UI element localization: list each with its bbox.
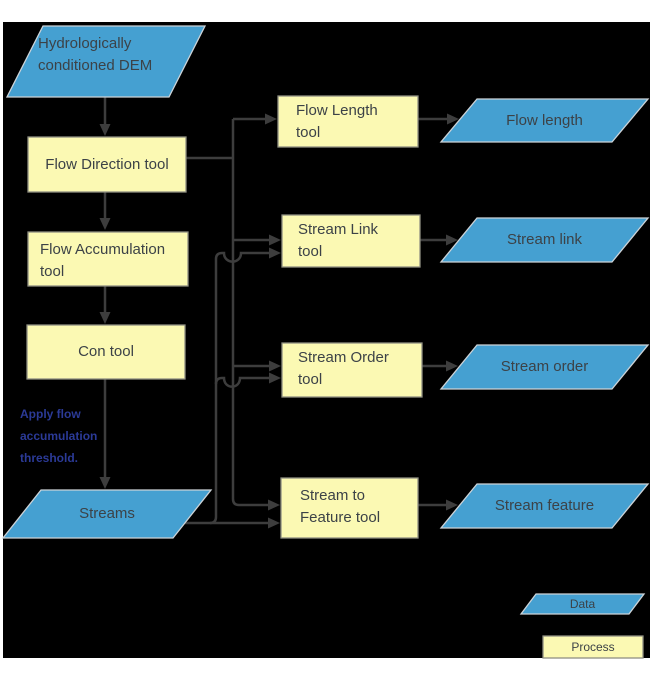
stream-to-feature-tool-node-shape <box>280 477 419 539</box>
legend-process-label: Process <box>571 640 615 654</box>
legend-data-label: Data <box>569 597 596 611</box>
dem-node-shape <box>5 25 207 98</box>
stream-feature-node-label: Stream feature <box>494 497 595 514</box>
legend-process-shape <box>542 635 644 659</box>
con-node-label: Con tool <box>78 343 134 360</box>
stream-order-node-label: Stream order <box>500 358 589 375</box>
con-node-shape <box>26 324 186 380</box>
node-shapes <box>1 25 650 659</box>
stream-link-tool-node-shape <box>281 214 421 268</box>
stream-order-node-shape <box>439 344 650 390</box>
streams-node-shape <box>1 489 213 539</box>
connectors <box>99 97 459 529</box>
flow-length-node-shape <box>439 98 650 143</box>
flow-threshold-annotation: Apply flow accumulation threshold. <box>20 407 98 465</box>
flow-direction-node-shape <box>27 136 187 193</box>
streams-node-label: Streams <box>79 505 135 522</box>
stream-link-node-label: Stream link <box>506 231 583 248</box>
legend-data-shape <box>519 593 646 615</box>
connector-streams-to-streamlinktool <box>209 247 281 525</box>
flow-accumulation-node-label: Flow Accumulation tool <box>40 241 166 280</box>
stream-order-tool-node-shape <box>281 342 423 398</box>
flow-direction-node-label: Flow Direction tool <box>45 155 169 173</box>
connector-streams-to-streamordertool <box>214 372 281 388</box>
flow-length-tool-node-label: Flow Length tool <box>296 102 378 141</box>
flow-length-node-label: Flow length <box>506 111 583 129</box>
stream-link-node-shape <box>439 217 650 263</box>
stream-order-tool-node-label: Stream Order tool <box>298 349 389 388</box>
stream-link-tool-node-label: Stream Link tool <box>298 221 379 260</box>
stream-to-feature-tool-node-label: Stream to Feature tool <box>300 487 381 526</box>
dem-node-label: Hydrologically conditioned DEM <box>38 35 153 74</box>
flow-length-tool-node-shape <box>277 95 419 148</box>
flow-accumulation-node-shape <box>27 231 189 287</box>
connector-trunk-vertical-to-featuretool <box>231 119 280 511</box>
stream-feature-node-shape <box>439 483 650 529</box>
